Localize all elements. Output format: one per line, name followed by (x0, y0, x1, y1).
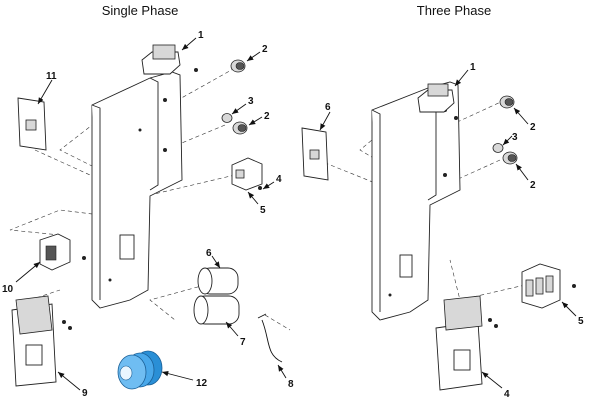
callout-left-4: 4 (276, 174, 282, 185)
left-knob-3 (221, 113, 233, 123)
single-phase-title: Single Phase (102, 3, 179, 18)
right-part-5-contactor (521, 263, 576, 309)
left-callouts: 1 2 3 2 11 4 5 6 10 7 8 9 12 (2, 30, 294, 399)
right-knob-2-top (499, 95, 515, 109)
callout-left-8: 8 (288, 379, 294, 390)
left-part-9-control-board (11, 295, 72, 387)
callout-left-2a: 2 (262, 44, 268, 55)
right-part-4-control-board (435, 295, 498, 391)
callout-right-2a: 2 (530, 122, 536, 133)
callout-left-6: 6 (206, 248, 212, 259)
left-part-7-capacitor (193, 295, 240, 325)
left-knob-2-bottom (232, 121, 248, 135)
left-dashed-assembly-lines (9, 67, 291, 331)
left-leader-lines (15, 37, 287, 391)
left-mounting-plate (91, 71, 183, 309)
callout-left-7: 7 (240, 337, 246, 348)
callout-left-12: 12 (196, 378, 208, 389)
right-mounting-plate (371, 81, 461, 321)
callout-right-3: 3 (512, 132, 518, 143)
callout-left-5: 5 (260, 205, 266, 216)
callout-left-1: 1 (198, 30, 204, 41)
callout-left-10: 10 (2, 284, 14, 295)
callout-right-5: 5 (578, 316, 584, 327)
three-phase-title: Three Phase (417, 3, 491, 18)
left-part-6-capacitor (197, 267, 239, 295)
callout-right-2b: 2 (530, 180, 536, 191)
left-part-8-wire (257, 313, 283, 363)
left-knob-2-top (230, 59, 246, 73)
callout-left-11: 11 (46, 71, 57, 82)
callout-left-2b: 2 (264, 111, 270, 122)
callout-left-3: 3 (248, 96, 254, 107)
callout-right-4: 4 (504, 389, 510, 400)
right-knob-3 (492, 143, 504, 153)
callout-left-9: 9 (82, 388, 88, 399)
left-part-10-clamp (39, 233, 86, 271)
right-part-1-relay (417, 83, 458, 120)
right-callouts: 1 6 2 3 2 5 4 (325, 62, 584, 400)
right-leader-lines (319, 69, 577, 389)
left-part-11-board (17, 97, 47, 151)
callout-right-1: 1 (470, 62, 476, 73)
right-knob-2-bottom (502, 151, 518, 165)
right-part-6-board (301, 127, 329, 181)
left-part-5-contactor (231, 157, 263, 191)
callout-right-6: 6 (325, 102, 331, 113)
left-part-1-relay (141, 44, 198, 75)
left-part-12-spool (117, 350, 163, 390)
